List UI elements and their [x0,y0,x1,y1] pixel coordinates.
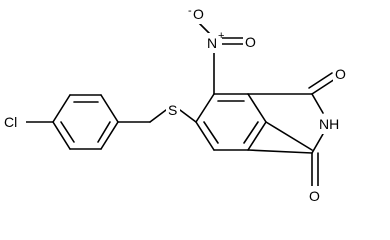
bond [247,149,313,154]
bond-ch2-s [149,109,167,123]
nitro-oxygen-right-label: O [245,34,256,50]
bond [311,93,324,114]
chlorophenyl-ring [52,94,119,150]
nitro-oxygen-top-label: O [193,6,204,22]
oxygen-minus-charge: - [188,5,192,17]
bond [52,94,71,123]
bond [195,121,215,151]
bond [265,121,313,151]
double-bond-inner [243,121,259,144]
carbonyl-oxygen-bottom-label: O [309,188,320,204]
bond [100,94,119,123]
molecule-drawing: Cl S N + - O O O NH O [4,5,346,204]
double-bond-inner [203,121,219,144]
bond [247,121,267,151]
imide-ring [247,93,324,154]
structure-canvas: Cl S N + - O O O NH O [4,5,346,204]
phthalimide-benzene-ring [195,93,267,151]
nitro-plus-charge: + [218,30,224,42]
chlorine-label: Cl [4,114,17,130]
bond [247,93,267,123]
double-bond-inner [60,121,75,143]
bond-carbonyl-top [311,78,336,95]
nitro-nitrogen-label: N [207,35,217,51]
bond [52,121,71,150]
bond [195,93,215,123]
bond-s-ring [179,109,197,123]
sulfur-label: S [168,102,177,118]
carbonyl-oxygen-top-label: O [335,66,346,82]
bond [100,121,119,150]
bond [311,133,324,154]
double-bond-carbonyl-top [308,72,333,89]
imide-nh-label: NH [319,116,339,132]
double-bond-inner [97,121,111,143]
